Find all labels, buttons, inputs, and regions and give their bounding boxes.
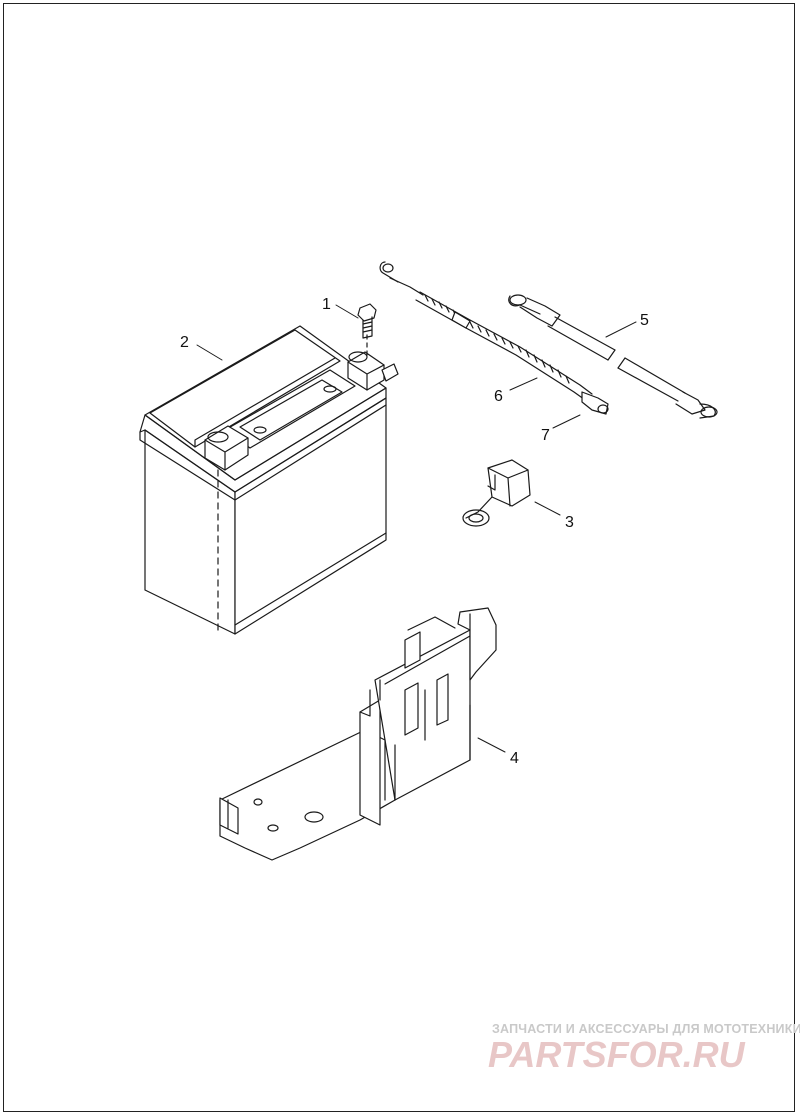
watermark-brand: PARTSFOR.RU xyxy=(488,1034,746,1074)
diagram-frame xyxy=(3,3,795,1112)
callout-5: 5 xyxy=(640,312,649,329)
battery-tray-part xyxy=(219,607,497,861)
callout-6: 6 xyxy=(494,388,503,405)
watermark-tagline: ЗАПЧАСТИ И АКСЕССУАРЫ ДЛЯ МОТОТЕХНИКИ xyxy=(492,1022,800,1036)
callout-4: 4 xyxy=(510,750,519,767)
battery-part xyxy=(139,325,399,635)
positive-cable-part xyxy=(508,294,718,419)
bolt-part xyxy=(357,303,377,339)
callout-2: 2 xyxy=(180,334,189,351)
negative-cable-part xyxy=(379,261,609,415)
callout-7: 7 xyxy=(541,427,550,444)
callout-1: 1 xyxy=(322,296,331,313)
watermark-brand-logo: PARTSFOR.RU xyxy=(488,1034,793,1075)
terminal-cover-part xyxy=(462,459,531,527)
callout-3: 3 xyxy=(565,514,574,531)
leader-lines xyxy=(196,304,637,753)
